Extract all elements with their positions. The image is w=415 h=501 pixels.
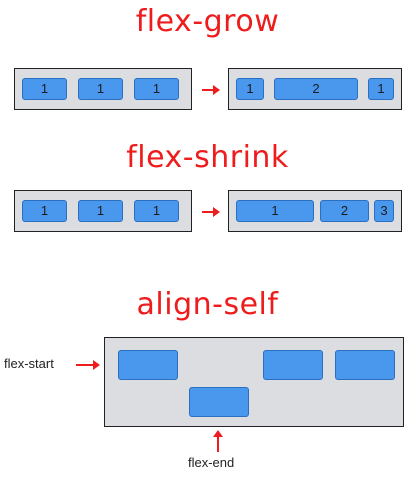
align-self-item-flex-start (118, 350, 178, 380)
flex-end-arrow-icon (213, 430, 223, 452)
flex-shrink-arrow-icon (202, 207, 220, 217)
align-self-item-4 (335, 350, 395, 380)
align-self-title: align-self (136, 287, 279, 322)
flex-shrink-after-item-3: 3 (374, 200, 394, 222)
flex-shrink-after-item-2: 2 (320, 200, 369, 222)
flex-end-label: flex-end (188, 455, 235, 470)
flex-start-label: flex-start (4, 356, 54, 371)
align-self-container (104, 337, 404, 427)
flex-shrink-before-container: 1 1 1 (14, 190, 192, 232)
align-self-item-3 (263, 350, 323, 380)
flex-shrink-title: flex-shrink (126, 140, 289, 175)
flex-shrink-before-item-2: 1 (78, 200, 123, 222)
flex-shrink-after-item-1: 1 (236, 200, 314, 222)
flex-grow-before-item-2: 1 (78, 78, 123, 100)
flex-grow-before-container: 1 1 1 (14, 68, 192, 110)
flex-shrink-before-item-3: 1 (134, 200, 179, 222)
flex-grow-after-container: 1 2 1 (228, 68, 402, 110)
flex-grow-title: flex-grow (135, 4, 280, 39)
flex-grow-after-item-1: 1 (236, 78, 264, 100)
flex-grow-before-item-3: 1 (134, 78, 179, 100)
flex-start-arrow-icon (76, 360, 100, 370)
flex-grow-before-item-1: 1 (22, 78, 67, 100)
flex-shrink-before-item-1: 1 (22, 200, 67, 222)
flex-grow-after-item-3: 1 (368, 78, 394, 100)
flex-grow-arrow-icon (202, 85, 220, 95)
flex-grow-after-item-2: 2 (274, 78, 358, 100)
flex-shrink-after-container: 1 2 3 (228, 190, 402, 232)
align-self-item-flex-end (189, 387, 249, 417)
